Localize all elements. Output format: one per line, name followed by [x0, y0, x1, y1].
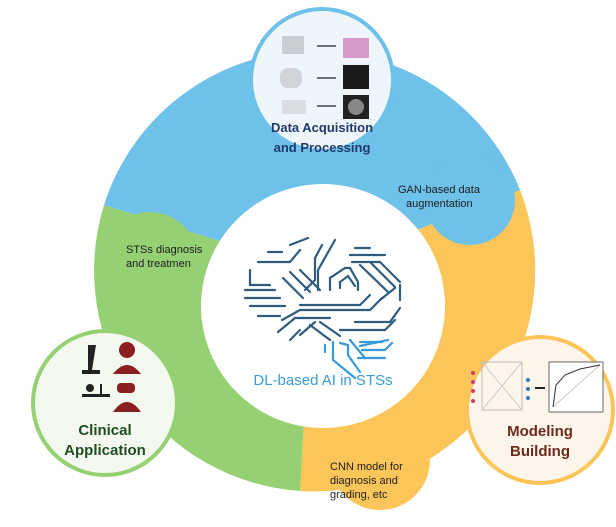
- brain-circuit-icon: [243, 236, 402, 342]
- title-line: Modeling: [507, 423, 573, 440]
- label-line: augmentation: [406, 198, 473, 210]
- title-line: Building: [510, 443, 570, 460]
- sts-diagnosis-label: STSs diagnosis and treatmen: [126, 243, 202, 271]
- neural-network-icon: [471, 361, 545, 411]
- title-line: and Processing: [273, 140, 371, 155]
- gan-augmentation-label: GAN-based data augmentation: [398, 183, 480, 211]
- label-line: CNN model for: [330, 461, 403, 473]
- clinical-application-title: Clinical Application: [45, 421, 165, 461]
- researcher-at-desk-icon: [86, 384, 94, 392]
- data-acquisition-title: Data Acquisition and Processing: [262, 118, 382, 158]
- title-line: Application: [64, 442, 146, 459]
- clinical-icons: [82, 342, 141, 412]
- label-line: STSs diagnosis: [126, 244, 203, 256]
- brain-stem-circuit: [323, 338, 394, 380]
- yellow-bulge: [330, 410, 430, 510]
- label-line: and treatmen: [126, 258, 191, 270]
- microscope-device-icon: [282, 36, 304, 54]
- doctor-icon: [119, 342, 135, 358]
- clinical-application-circle: [31, 329, 179, 477]
- green-bulge: [102, 212, 198, 308]
- roc-curve-icon: [548, 361, 604, 413]
- label-line: grading, etc: [330, 489, 388, 501]
- ct-scanner-icon: [280, 68, 302, 88]
- modeling-building-title: Modeling Building: [480, 422, 600, 462]
- ultrasound-device-icon: [282, 100, 306, 114]
- center-label: DL-based AI in STSs: [253, 372, 393, 389]
- mri-image-icon: [343, 65, 369, 89]
- microscope-icon: [82, 345, 100, 374]
- label-line: GAN-based data: [398, 184, 480, 196]
- data-acquisition-icons: [280, 36, 369, 119]
- label-line: diagnosis and: [330, 475, 398, 487]
- ring-segment-blue: [104, 50, 520, 270]
- title-line: Data Acquisition: [270, 120, 374, 135]
- histology-image-icon: [343, 38, 369, 58]
- blue-bulge: [425, 155, 515, 245]
- surgeon-icon: [117, 383, 135, 393]
- cnn-model-label: CNN model for diagnosis and grading, etc: [330, 460, 403, 502]
- title-line: Clinical: [78, 422, 132, 439]
